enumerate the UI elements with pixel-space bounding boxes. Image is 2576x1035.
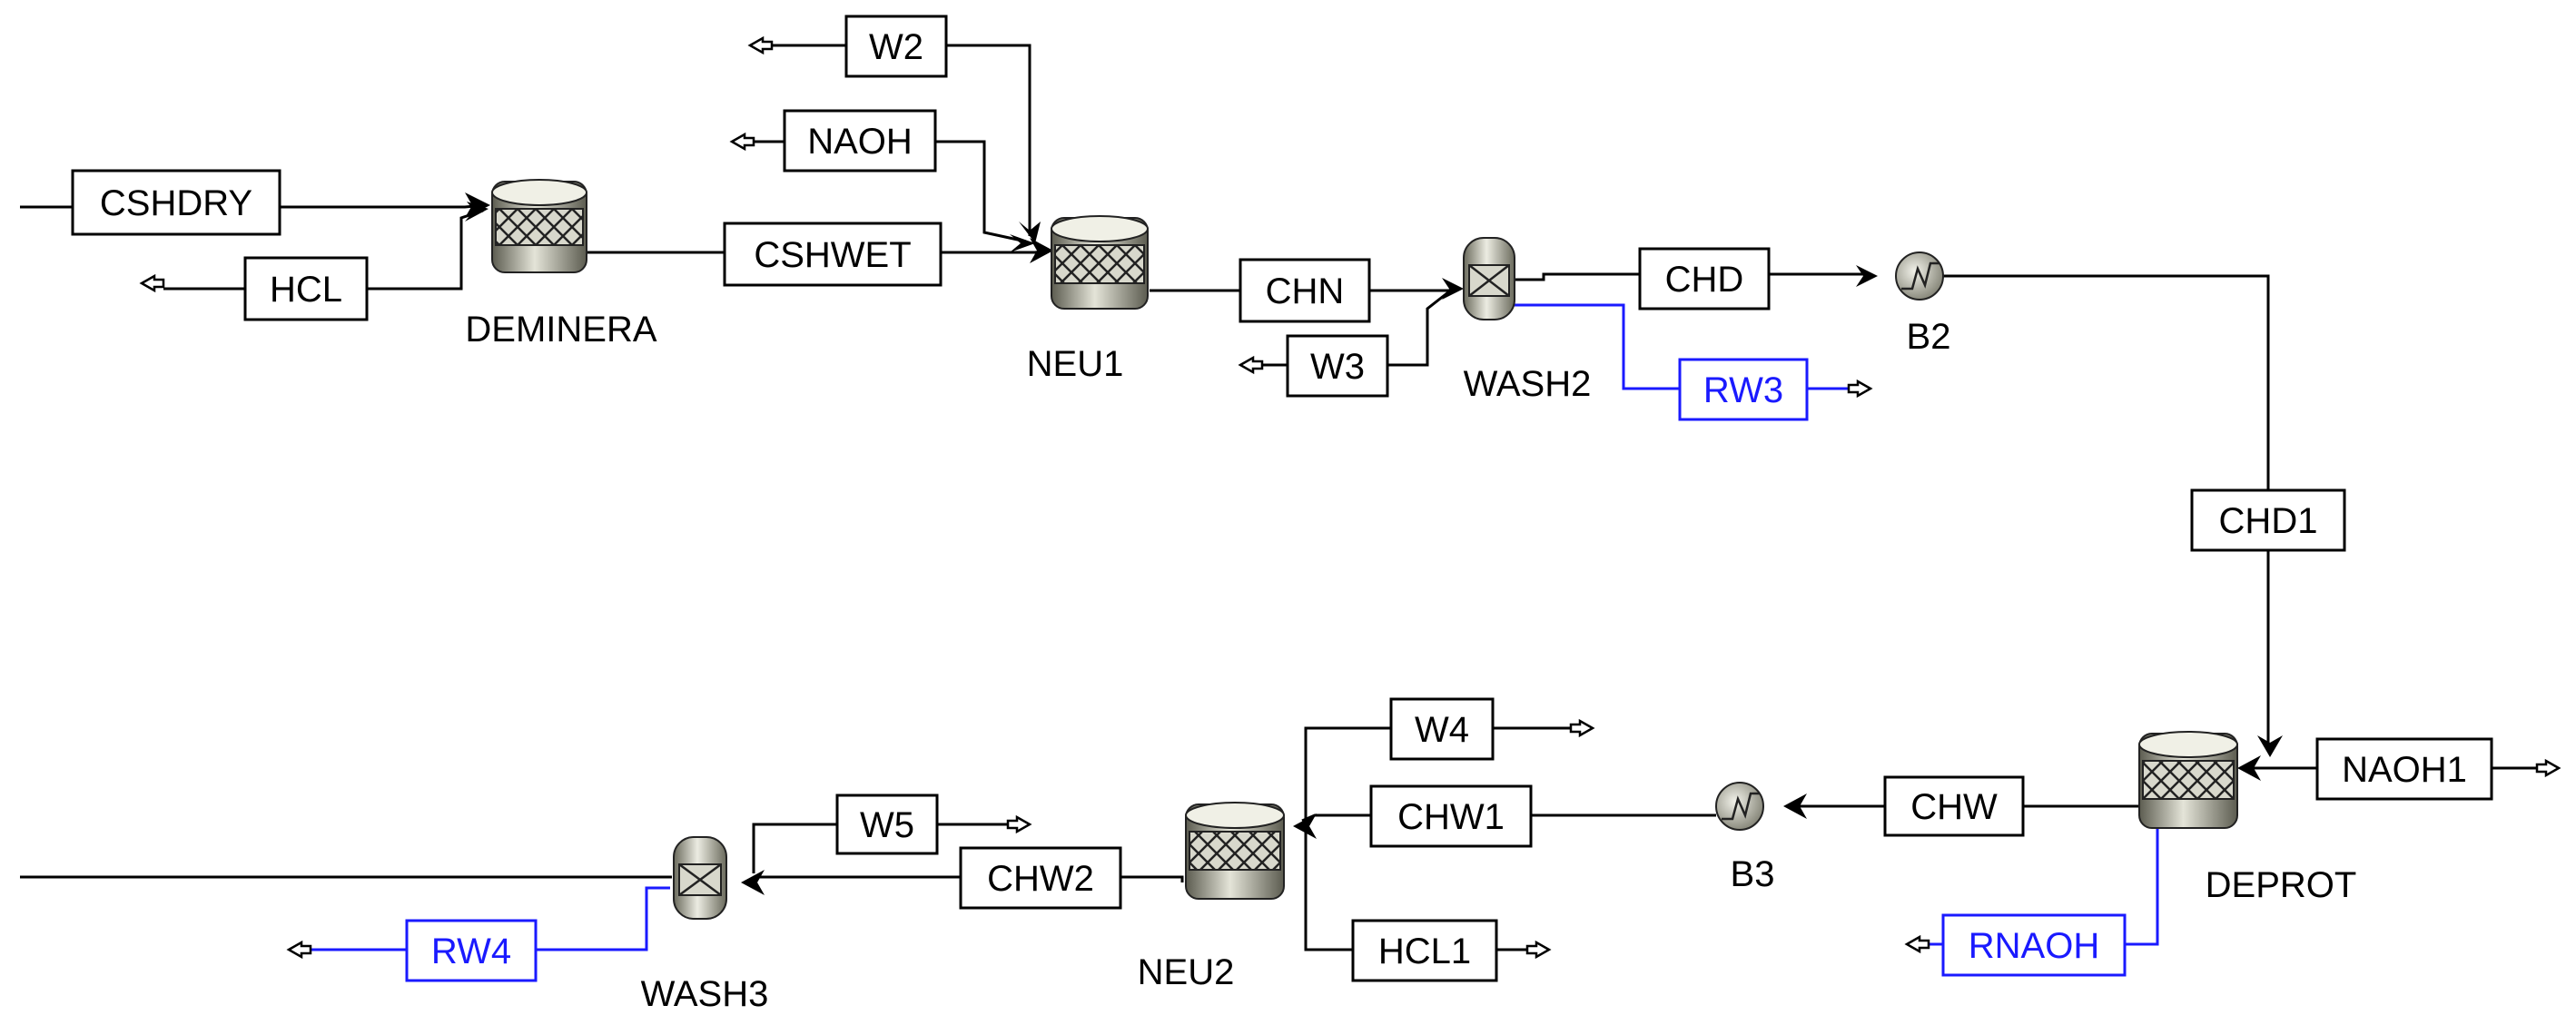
block-deminera[interactable]: DEMINERA: [465, 179, 657, 350]
block-label-deprot: DEPROT: [2206, 865, 2357, 905]
reactor-vessel-icon: [2138, 731, 2238, 829]
block-label-wash3: WASH3: [641, 974, 769, 1014]
stream-label-hcl[interactable]: HCL: [243, 256, 369, 321]
svg-text:RW4: RW4: [431, 932, 511, 971]
stream-label-rw3[interactable]: RW3: [1678, 358, 1809, 421]
stream-line-chd1[interactable]: [1943, 274, 2283, 757]
svg-text:RNAOH: RNAOH: [1969, 926, 2099, 966]
svg-text:CSHWET: CSHWET: [754, 235, 911, 275]
reactor-vessel-icon: [1185, 802, 1285, 900]
block-wash3[interactable]: WASH3: [641, 836, 769, 1014]
stream-label-w5[interactable]: W5: [835, 794, 939, 855]
svg-text:HCL: HCL: [270, 270, 342, 310]
stream-label-hcl1[interactable]: HCL1: [1351, 919, 1498, 982]
wash-separator-icon: [1463, 237, 1515, 320]
stream-line-chw2[interactable]: [741, 870, 1184, 895]
stream-label-rnaoh[interactable]: RNAOH: [1941, 913, 2127, 977]
stream-label-chw2[interactable]: CHW2: [959, 846, 1122, 910]
stream-label-cshdry[interactable]: CSHDRY: [71, 169, 281, 236]
svg-text:CHW1: CHW1: [1397, 797, 1505, 837]
stream-label-rw4[interactable]: RW4: [405, 919, 538, 982]
stream-label-chd[interactable]: CHD: [1638, 247, 1771, 310]
block-b2[interactable]: B2: [1895, 251, 1951, 357]
reactor-vessel-icon: [1051, 215, 1149, 310]
stream-label-chw1[interactable]: CHW1: [1369, 784, 1533, 848]
stream-label-chw[interactable]: CHW: [1883, 775, 2025, 837]
heater-icon: [1715, 782, 1764, 831]
heater-icon: [1895, 251, 1944, 301]
block-label-neu2: NEU2: [1138, 952, 1235, 992]
reactor-vessel-icon: [491, 179, 587, 273]
svg-text:CHD: CHD: [1665, 260, 1744, 300]
stream-label-naoh[interactable]: NAOH: [783, 109, 937, 172]
svg-text:W3: W3: [1310, 347, 1365, 387]
stream-label-chn[interactable]: CHN: [1239, 258, 1371, 323]
block-label-b3: B3: [1731, 854, 1775, 894]
stream-label-cshwet[interactable]: CSHWET: [723, 222, 943, 287]
svg-text:W5: W5: [860, 805, 914, 845]
svg-text:NAOH1: NAOH1: [2342, 750, 2467, 790]
stream-label-w3[interactable]: W3: [1286, 334, 1389, 398]
svg-text:CHW: CHW: [1910, 787, 1998, 827]
block-b3[interactable]: B3: [1715, 782, 1775, 894]
block-label-deminera: DEMINERA: [465, 310, 656, 350]
svg-text:CHN: CHN: [1266, 271, 1345, 311]
svg-text:CSHDRY: CSHDRY: [100, 183, 252, 223]
block-label-wash2: WASH2: [1464, 364, 1592, 404]
block-neu2[interactable]: NEU2: [1138, 802, 1285, 992]
block-deprot[interactable]: DEPROT: [2138, 731, 2357, 905]
svg-text:W2: W2: [869, 27, 923, 67]
svg-text:CHW2: CHW2: [987, 859, 1094, 899]
stream-label-w4[interactable]: W4: [1389, 697, 1495, 761]
stream-label-w2[interactable]: W2: [844, 15, 948, 78]
svg-text:RW3: RW3: [1703, 370, 1783, 410]
svg-text:NAOH: NAOH: [807, 122, 913, 162]
block-label-neu1: NEU1: [1027, 344, 1124, 384]
block-neu1[interactable]: NEU1: [1027, 215, 1149, 384]
svg-text:W4: W4: [1415, 710, 1469, 750]
wash-separator-icon: [673, 836, 727, 920]
block-label-b2: B2: [1907, 317, 1951, 357]
svg-text:HCL1: HCL1: [1378, 932, 1471, 971]
block-wash2[interactable]: WASH2: [1463, 237, 1592, 404]
stream-label-chd1[interactable]: CHD1: [2190, 488, 2346, 552]
svg-text:CHD1: CHD1: [2219, 501, 2318, 541]
stream-label-naoh1[interactable]: NAOH1: [2315, 737, 2493, 801]
